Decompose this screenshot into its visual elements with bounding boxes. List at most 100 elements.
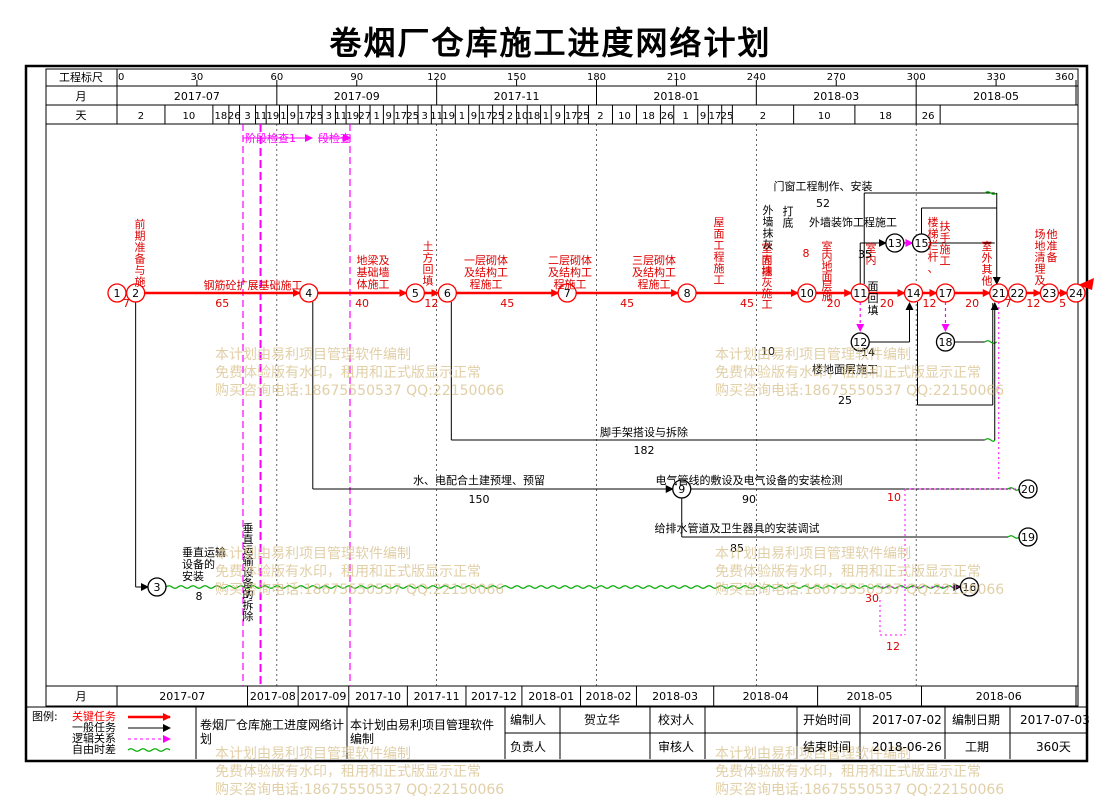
task-duration: 85 xyxy=(730,542,744,555)
task-label: 地梁及 xyxy=(357,253,390,267)
task-label: 设备的 xyxy=(182,557,215,571)
task-duration: 7 xyxy=(123,297,130,310)
task-label: 二层砌体 xyxy=(548,253,592,267)
legend-float-label: 自由时差 xyxy=(72,743,116,756)
node-19 xyxy=(1018,527,1038,547)
day-cell: 10 xyxy=(818,111,831,122)
task-label: 水、电配合土建预埋、预留 xyxy=(413,473,545,487)
day-label: 天 xyxy=(76,109,87,122)
node-label: 18 xyxy=(938,336,952,349)
day-cell: 2 xyxy=(138,111,144,122)
node-2 xyxy=(125,283,146,303)
task-label: 楼梯栏杆、 xyxy=(928,215,939,275)
task-duration: 90 xyxy=(742,493,756,506)
task-duration: 25 xyxy=(838,394,852,407)
day-cell: 9 xyxy=(386,111,392,122)
day-cell: 25 xyxy=(492,111,505,122)
day-cell: 3 xyxy=(244,111,250,122)
day-cell: 18 xyxy=(642,111,655,122)
footer-project-name: 卷烟厂仓库施工进度网络计划 xyxy=(200,718,345,746)
page-title: 卷烟厂仓库施工进度网络计划 xyxy=(329,24,772,62)
day-cell: 2 xyxy=(760,111,766,122)
month-cell: 2017-09 xyxy=(334,90,380,103)
day-cell: 1 xyxy=(543,111,549,122)
task-label: 及结构工 xyxy=(632,265,676,279)
footer-start: 2017-07-02 xyxy=(872,713,942,727)
footer-date-label: 编制日期 xyxy=(952,713,1001,727)
month-cell-bottom: 2017-11 xyxy=(414,690,460,703)
task-label: 及结构工 xyxy=(548,265,592,279)
day-cell: 9 xyxy=(555,111,561,122)
node-label: 17 xyxy=(938,287,952,300)
day-cell: 1 xyxy=(280,111,286,122)
legend-float-line xyxy=(127,748,171,752)
scale-label: 工程标尺 xyxy=(59,70,103,84)
node-label: 13 xyxy=(888,237,902,250)
node-label: 4 xyxy=(305,287,312,300)
node-16 xyxy=(959,577,980,597)
scale-tick-label: 300 xyxy=(907,72,926,83)
legend-logic-label: 逻辑关系 xyxy=(72,732,116,745)
float-wave xyxy=(984,438,996,442)
task-label: 垂直运输 xyxy=(182,545,226,559)
task-label: 一层砌体 xyxy=(464,253,508,267)
day-cell: 11 xyxy=(430,111,443,122)
month-cell-bottom: 2018-04 xyxy=(743,690,789,703)
node-label: 2 xyxy=(132,287,139,300)
float-wave xyxy=(165,585,962,589)
task-duration: 20 xyxy=(827,297,841,310)
footer-software: 本计划由易利项目管理软件编制 xyxy=(350,718,495,746)
footer-date: 2017-07-03 xyxy=(1020,713,1090,727)
day-cell: 26 xyxy=(228,111,241,122)
month-label: 月 xyxy=(76,90,87,103)
node-7 xyxy=(557,283,577,303)
month-cell-bottom: 2017-09 xyxy=(300,690,346,703)
task-duration: 40 xyxy=(355,297,369,310)
task-label: 及结构工 xyxy=(464,265,508,279)
task-duration: 52 xyxy=(816,197,830,210)
task-label: 安装 xyxy=(182,569,204,583)
day-cell: 9 xyxy=(700,111,706,122)
task-label: 程施工 xyxy=(470,278,503,291)
float-wave xyxy=(1007,487,1020,491)
scale-tick-label: 210 xyxy=(667,72,686,83)
task-label: 室外其他 xyxy=(982,239,993,288)
scale-tick-label: 30 xyxy=(191,72,204,83)
day-cell: 9 xyxy=(471,111,477,122)
day-cell: 1 xyxy=(683,111,689,122)
footer-owner-label: 负责人 xyxy=(510,740,547,754)
watermark: 本计划由易利项目管理软件编制免费体验版有水印，租用和正式版显示正常购买咨询电话:… xyxy=(215,746,505,798)
node-label: 6 xyxy=(444,287,451,300)
outer-frame xyxy=(24,64,1089,763)
task-label: 扶手施工 xyxy=(940,219,951,268)
node-14 xyxy=(903,283,924,303)
task-label: 基础墙 xyxy=(357,265,390,279)
day-cell: 18 xyxy=(215,111,228,122)
node-13 xyxy=(885,233,905,253)
day-cell: 19 xyxy=(266,111,279,122)
task-label: 外墙 xyxy=(763,204,774,229)
footer-end: 2018-06-26 xyxy=(872,740,942,754)
node-label: 3 xyxy=(153,581,160,594)
legend-critical-label: 关键任务 xyxy=(72,710,116,723)
task-label: 场地清理及 xyxy=(1035,227,1046,287)
task-label: 他准备 xyxy=(1047,228,1058,264)
day-cell: 27 xyxy=(358,111,371,122)
task-label: 体施工 xyxy=(357,277,390,291)
watermark: 本计划由易利项目管理软件编制免费体验版有水印，租用和正式版显示正常购买咨询电话:… xyxy=(215,347,505,399)
task-float: 30 xyxy=(865,592,879,605)
task-label: 室内 xyxy=(866,241,877,267)
task-label: 屋面工程施工 xyxy=(714,216,725,287)
node-3 xyxy=(147,577,167,597)
task-duration: 12 xyxy=(1026,297,1040,310)
day-cell: 11 xyxy=(254,111,267,122)
task-duration: 20 xyxy=(880,297,894,310)
node-8 xyxy=(677,283,697,303)
scale-tick-label: 90 xyxy=(350,72,363,83)
day-cell: 25 xyxy=(310,111,323,122)
legend-title: 图例: xyxy=(32,710,58,723)
scale-tick-label: 60 xyxy=(270,72,283,83)
month-cell-bottom: 2017-10 xyxy=(355,690,401,703)
task-label: 外墙装饰工程施工 xyxy=(809,215,897,229)
footer-prepared-by: 贺立华 xyxy=(584,713,621,727)
